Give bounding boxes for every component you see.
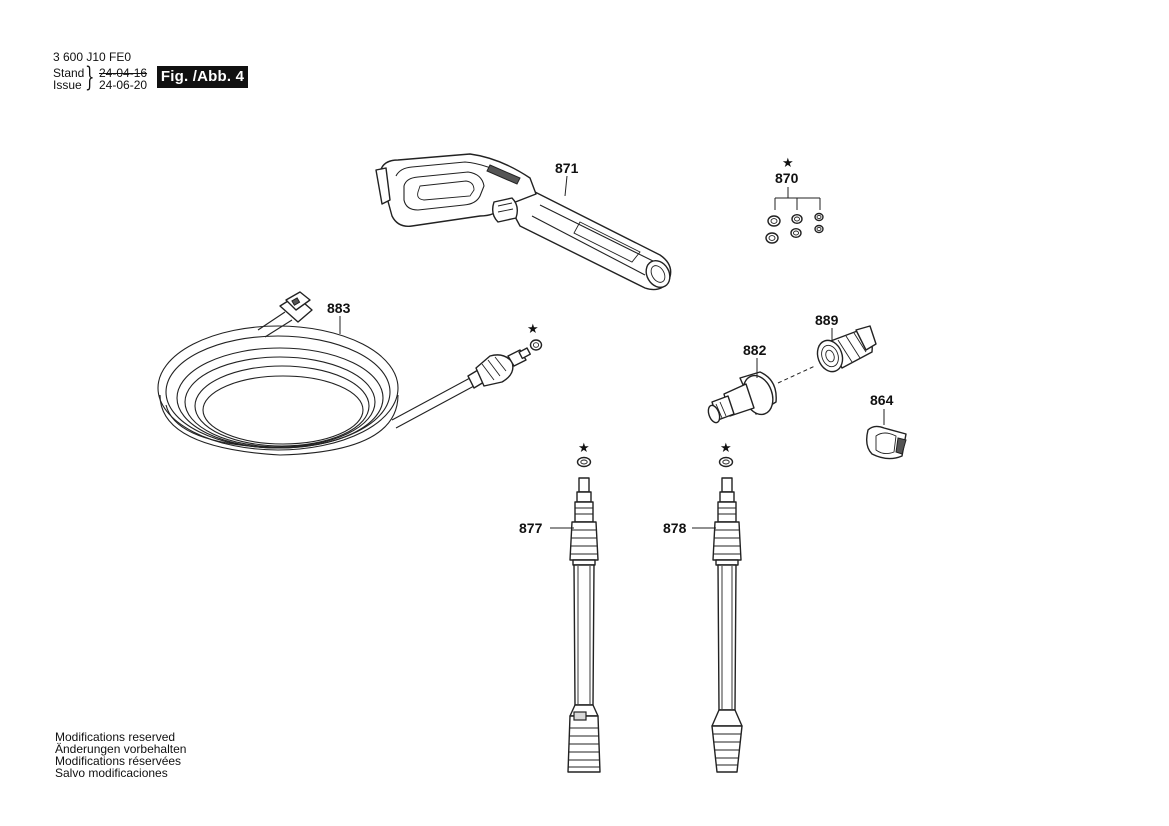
part-number-878: 878 (663, 520, 687, 536)
part-number-864: 864 (870, 392, 894, 408)
stand-date: 24-04-16 (99, 66, 148, 80)
part-number-871: 871 (555, 160, 579, 176)
part-number-882: 882 (743, 342, 767, 358)
leader-line-871 (564, 175, 568, 197)
part-number-883: 883 (327, 300, 351, 316)
trigger-gun-illustration (375, 153, 672, 291)
modification-notes: Modifications reserved Änderungen vorbeh… (55, 731, 186, 779)
oring-set-illustration (765, 212, 824, 244)
star-marker: ★ (720, 441, 732, 456)
hose-illustration (157, 291, 531, 456)
part-number-877: 877 (519, 520, 543, 536)
figure-label: Fig. /Abb. 4 (157, 66, 248, 88)
stand-label: Stand (53, 66, 85, 80)
oring-set-bracket (774, 187, 821, 210)
document-id: 3 600 J10 FE0 (53, 50, 132, 64)
brace-icon: } (85, 62, 95, 93)
issue-date: 24-06-20 (99, 78, 148, 92)
lance-877-illustration (567, 477, 601, 773)
lance-878-illustration (711, 477, 743, 773)
star-marker: ★ (527, 322, 539, 337)
star-marker: ★ (578, 441, 590, 456)
note-line: Modifications réservées (55, 754, 182, 768)
note-line: Änderungen vorbehalten (55, 742, 187, 756)
clip-illustration (865, 425, 907, 460)
part-number-870: 870 (775, 170, 799, 186)
assembly-line (777, 365, 816, 384)
nozzle-adapter-illustration (707, 371, 777, 424)
note-line: Modifications reserved (55, 730, 176, 744)
note-line: Salvo modificaciones (55, 766, 168, 780)
oring-illustration (529, 339, 543, 351)
issue-label: Issue (53, 78, 82, 92)
adapter-illustration (816, 325, 877, 373)
oring-illustration (576, 456, 592, 468)
part-number-889: 889 (815, 312, 839, 328)
oring-illustration (718, 456, 734, 468)
star-marker: ★ (782, 156, 794, 171)
